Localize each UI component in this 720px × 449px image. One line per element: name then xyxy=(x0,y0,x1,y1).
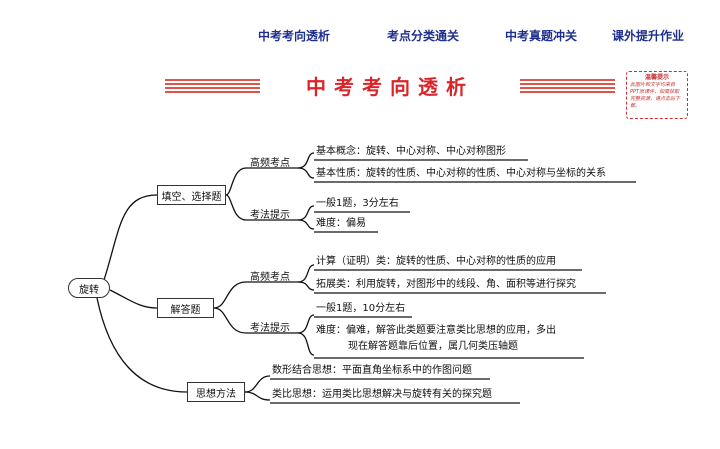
tip-note: 温馨提示 此图片和文字均来自PPT原课件，如需获取完整资源，请点击后下载。 xyxy=(626,71,688,119)
branch-node-answer: 解答题 xyxy=(157,298,214,318)
leaf-difficulty-2-cont: 现在解答题靠后位置，属几何类压轴题 xyxy=(348,341,518,352)
leaf-analogy: 类比思想：运用类比思想解决与旋转有关的探究题 xyxy=(272,389,492,400)
leaf-number-shape: 数形结合思想：平面直角坐标系中的作图问题 xyxy=(272,365,472,376)
nav-link-real-exam[interactable]: 中考真题冲关 xyxy=(505,29,578,43)
section-title: 中考考向透析 xyxy=(306,75,474,99)
tip-note-title: 温馨提示 xyxy=(644,74,669,81)
tip-note-body: 此图片和文字均来自PPT原课件，如需获取完整资源，请点击后下载。 xyxy=(630,82,681,109)
nav-link-homework[interactable]: 课外提升作业 xyxy=(612,29,685,43)
leaf-difficulty-1: 难度：偏易 xyxy=(316,218,366,229)
group-label-tips-2: 考法提示 xyxy=(250,323,290,334)
leaf-basic-property: 基本性质：旋转的性质、中心对称的性质、中心对称与坐标的关系 xyxy=(316,168,606,179)
group-label-frequent-1: 高频考点 xyxy=(250,158,290,169)
title-stripes-right xyxy=(520,79,615,95)
nav-link-exam-trend[interactable]: 中考考向透析 xyxy=(258,29,331,43)
group-label-tips-1: 考法提示 xyxy=(250,210,290,221)
leaf-basic-concept: 基本概念：旋转、中心对称、中心对称图形 xyxy=(316,146,506,157)
nav-link-topic-classification[interactable]: 考点分类通关 xyxy=(387,29,460,43)
leaf-count-2: 一般1题，10分左右 xyxy=(316,303,406,314)
title-stripes-left xyxy=(165,79,260,95)
branch-node-fill-choice: 填空、选择题 xyxy=(157,185,226,205)
branch-node-methods: 思想方法 xyxy=(187,382,245,402)
leaf-count-1: 一般1题，3分左右 xyxy=(316,198,399,209)
section-title-bar: 中考考向透析 xyxy=(165,74,615,100)
leaf-extension: 拓展类：利用旋转，对图形中的线段、角、面积等进行探究 xyxy=(316,279,576,290)
leaf-difficulty-2: 难度：偏难，解答此类题要注意类比思想的应用，多出 xyxy=(316,325,556,336)
leaf-calc-proof: 计算（证明）类：旋转的性质、中心对称的性质的应用 xyxy=(316,256,556,267)
group-label-frequent-2: 高频考点 xyxy=(250,272,290,283)
root-node: 旋转 xyxy=(68,278,110,298)
